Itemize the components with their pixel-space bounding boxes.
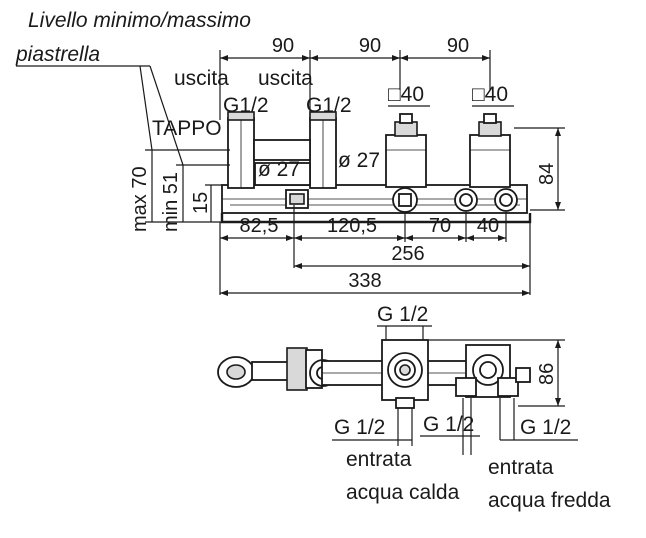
thread-bottom-right-label: G 1/2 <box>520 416 571 439</box>
top-spacing-dimensions: 90 90 90 <box>219 35 491 120</box>
bottom-dimensions: 82,5 120,5 70 40 256 338 <box>219 205 531 296</box>
inlet-threads: G 1/2 G 1/2 G 1/2 <box>332 398 578 455</box>
tile-level-label-line2: piastrella <box>15 43 100 66</box>
thread-bottom-left-label: G 1/2 <box>334 416 385 439</box>
dim-40: 40 <box>477 215 499 237</box>
depth-dimensions: max 70 min 51 15 <box>129 149 230 232</box>
mixer-body-front <box>220 111 532 224</box>
hot-inlet-label-line1: entrata <box>346 448 412 471</box>
dim-max-depth: max 70 <box>129 166 151 232</box>
plug-label: TAPPO <box>152 117 222 140</box>
cold-inlet-label-line2: acqua fredda <box>488 489 611 512</box>
dim-min-depth: min 51 <box>160 172 182 232</box>
top-view: G 1/2 <box>217 303 611 512</box>
outlet-left-label: uscita <box>174 67 229 90</box>
front-view: 90 90 90 Livello minimo/massimo piastrel… <box>15 9 565 296</box>
height-dimension: 84 <box>514 127 565 211</box>
mixer-body-top <box>217 339 531 409</box>
hot-inlet-label-line2: acqua calda <box>346 481 460 504</box>
dim-top-spacing-2: 90 <box>359 35 381 57</box>
dim-338: 338 <box>348 270 381 292</box>
dim-256: 256 <box>391 243 424 265</box>
dia-left-label: ø 27 <box>258 158 300 181</box>
tile-level-label-line1: Livello minimo/massimo <box>28 9 251 32</box>
square-left-label: □40 <box>388 83 424 106</box>
depth-86-dimension: 86 <box>428 339 565 407</box>
dim-120-5: 120,5 <box>327 215 377 237</box>
square-right-label: □40 <box>472 83 508 106</box>
outlet-right-label: uscita <box>258 67 313 90</box>
dim-70: 70 <box>429 215 451 237</box>
thread-top-label: G 1/2 <box>377 303 428 326</box>
dim-top-spacing-3: 90 <box>447 35 469 57</box>
cold-inlet-label-line1: entrata <box>488 456 554 479</box>
dim-top-spacing-1: 90 <box>272 35 294 57</box>
thread-bottom-mid-label: G 1/2 <box>423 413 474 436</box>
dim-depth-15: 15 <box>190 192 212 214</box>
dia-right-label: ø 27 <box>338 149 380 172</box>
dim-82-5: 82,5 <box>240 215 279 237</box>
dim-depth-86: 86 <box>536 363 558 385</box>
dim-height-84: 84 <box>536 163 558 185</box>
